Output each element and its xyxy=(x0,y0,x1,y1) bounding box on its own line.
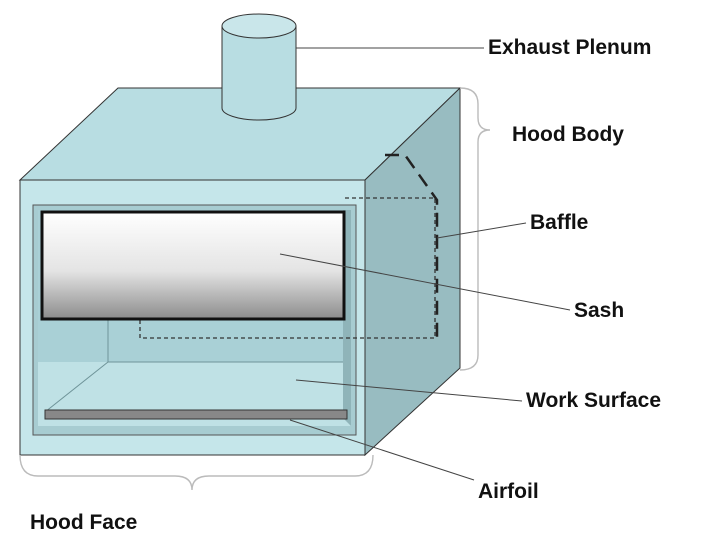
sash-label: Sash xyxy=(574,299,625,322)
exhaust-plenum-cylinder xyxy=(221,13,297,121)
baffle-label: Baffle xyxy=(530,211,589,234)
sash-panel xyxy=(40,210,346,321)
baffle-outline xyxy=(139,197,436,339)
leader-airfoil xyxy=(289,419,475,481)
leader-work-surface xyxy=(295,379,523,402)
hood-face-label: Hood Face xyxy=(30,511,138,534)
baffle-outline-right xyxy=(385,153,439,338)
airfoil-bar xyxy=(44,409,348,420)
work-surface-label: Work Surface xyxy=(526,389,661,412)
exhaust-plenum-label: Exhaust Plenum xyxy=(488,36,652,59)
hood-body-brace xyxy=(459,87,491,371)
hood-body-label: Hood Body xyxy=(512,123,624,146)
hood-face-brace xyxy=(19,454,374,491)
leader-baffle xyxy=(436,222,527,239)
airfoil-label: Airfoil xyxy=(478,480,539,503)
leader-sash xyxy=(279,253,571,311)
